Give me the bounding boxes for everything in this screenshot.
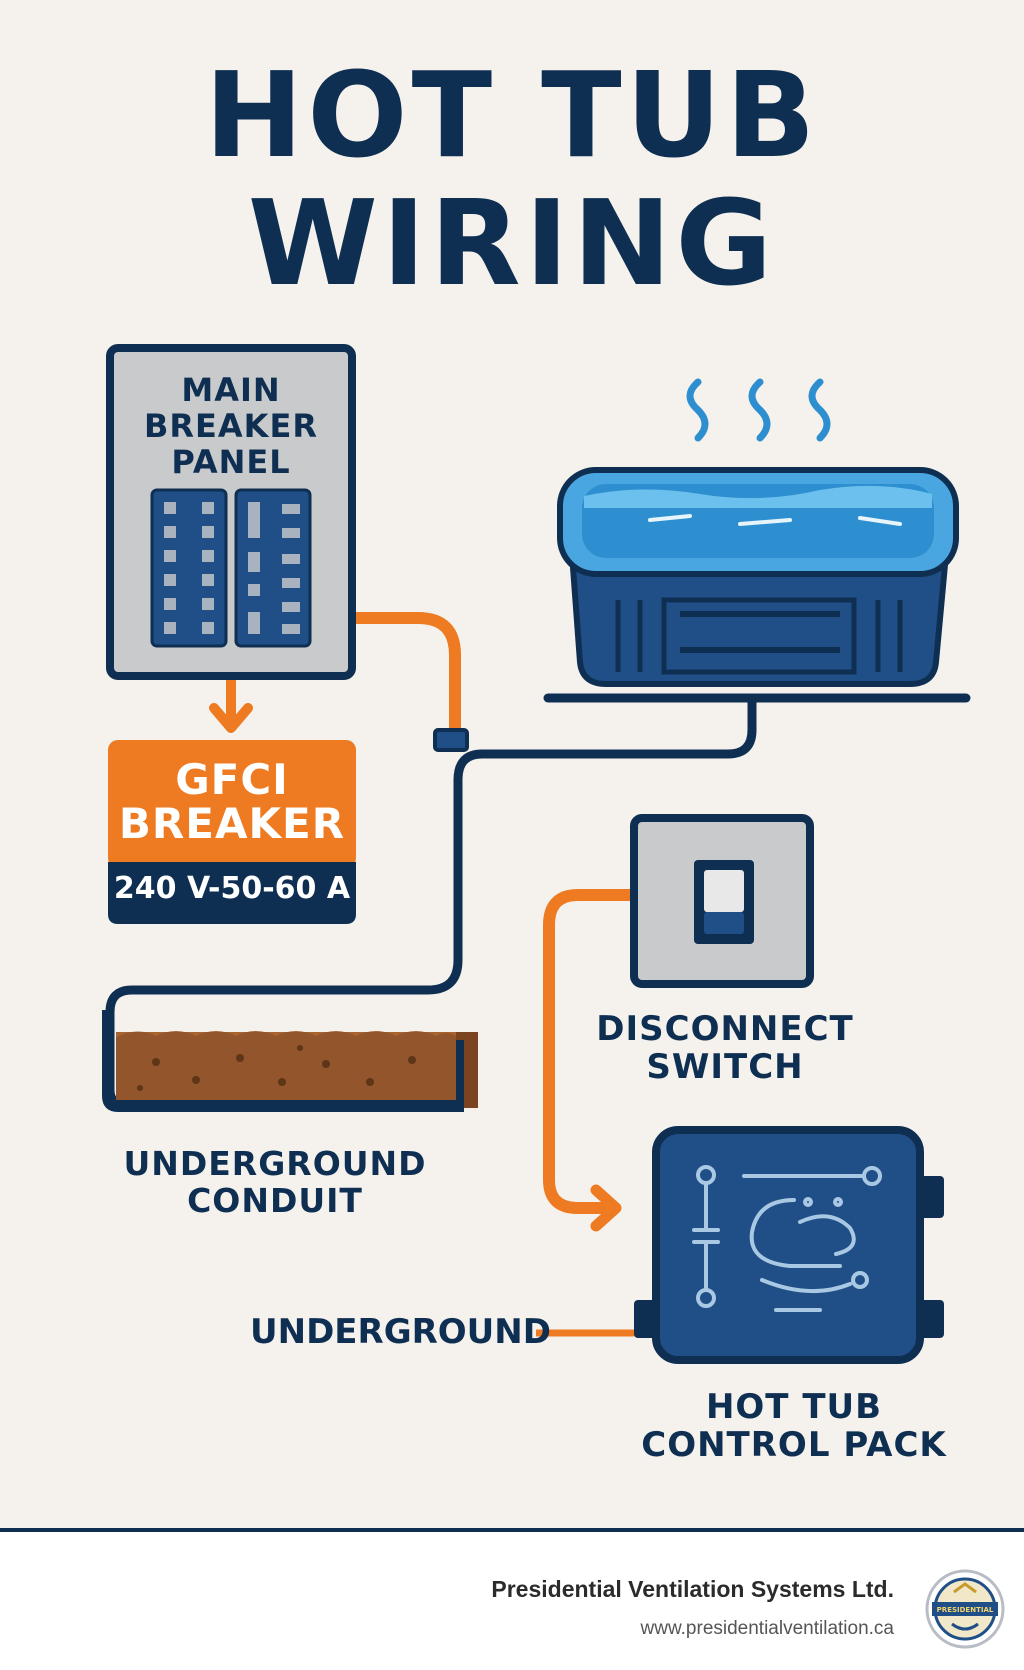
pack-label: HOT TUB CONTROL PACK [604, 1388, 984, 1464]
footer: Presidential Ventilation Systems Ltd. ww… [0, 1528, 1024, 1670]
gfci-label-line-1: GFCI [175, 755, 289, 804]
underground-conduit [102, 1010, 478, 1112]
gfci-label: GFCI BREAKER [108, 755, 356, 849]
junction-connector [433, 728, 469, 752]
panel-label: MAIN BREAKER PANEL [112, 371, 350, 482]
svg-text:PRESIDENTIAL: PRESIDENTIAL [937, 1606, 994, 1614]
company-seal-logo: PRESIDENTIAL [925, 1569, 1005, 1649]
hot-tub [543, 378, 971, 703]
title-line-2: WIRING [247, 174, 777, 312]
panel-label-line-1: MAIN [181, 371, 281, 409]
company-name: Presidential Ventilation Systems Ltd. [491, 1576, 894, 1602]
company-url: www.presidentialventilation.ca [640, 1618, 894, 1639]
panel-label-line-3: PANEL [171, 443, 291, 482]
tub-feed-wire [105, 700, 757, 1109]
conduit-label-line-1: UNDERGROUND [123, 1144, 427, 1183]
panel-label-line-2: BREAKER [144, 407, 318, 446]
pack-label-line-1: HOT TUB [705, 1387, 883, 1427]
panel-to-gfci-arrow [209, 680, 253, 733]
pack-label-line-2: CONTROL PACK [641, 1425, 947, 1466]
main-breaker-panel [106, 344, 356, 680]
hot-tub-control-pack [634, 1126, 944, 1364]
underground-label: UNDERGROUND [250, 1312, 551, 1352]
conduit-label-line-2: CONDUIT [187, 1180, 363, 1220]
gfci-label-line-2: BREAKER [118, 799, 346, 849]
gfci-rating: 240 V-50-60 A [113, 871, 351, 906]
wiring-diagram-graphic [102, 344, 971, 1364]
gfci-breaker [108, 740, 356, 924]
switch-label-line-2: SWITCH [646, 1047, 804, 1088]
switch-to-pack-wire [543, 889, 638, 1214]
conduit-label: UNDERGROUND CONDUIT [110, 1144, 440, 1220]
switch-to-pack-arrow [590, 1184, 622, 1232]
panel-feed-wire [346, 612, 461, 744]
title-line-1: HOT TUB [204, 46, 820, 184]
disconnect-switch [630, 814, 814, 988]
switch-label-line-1: DISCONNECT [596, 1009, 854, 1049]
switch-label: DISCONNECT SWITCH [580, 1010, 870, 1086]
